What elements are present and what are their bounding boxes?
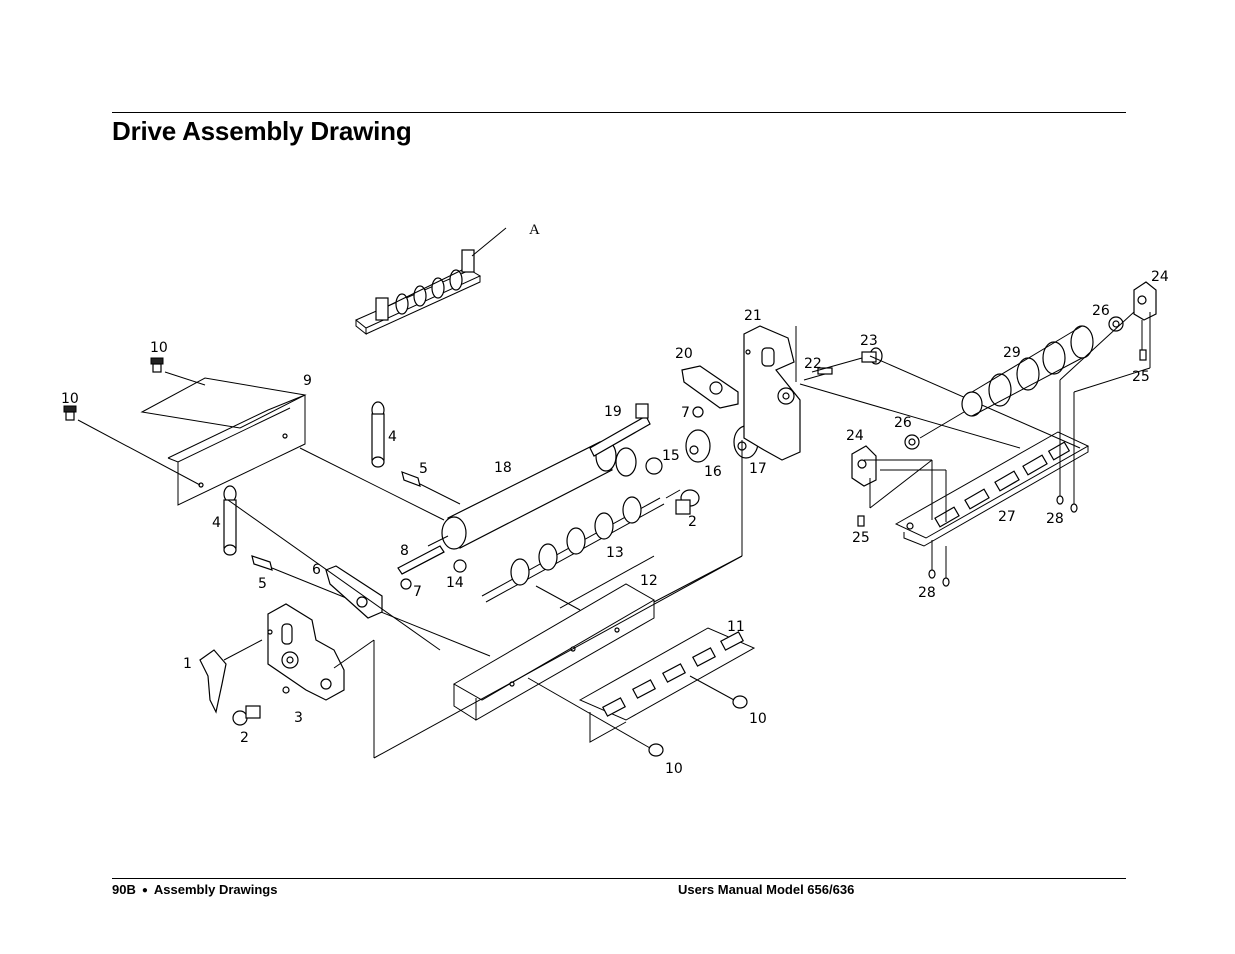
screw-10-left-top [150,357,206,386]
leader-lines [227,355,1081,759]
plate-27 [894,431,1090,547]
callout-21: 21 [744,308,762,324]
callout-9: 9 [303,373,312,389]
callout-7-upper: 7 [681,405,690,421]
callout-7-lower: 7 [413,584,422,600]
callout-28-left: 28 [918,585,936,601]
footer-rule [112,878,1126,879]
callout-10-bottom: 10 [665,761,683,777]
bracket-24-lower [851,445,877,487]
footer-bullet: ● [141,885,148,896]
right-leader-lines [864,311,1151,522]
bushing-26-lower [904,411,965,450]
callout-20: 20 [675,346,693,362]
callout-25-lower: 25 [852,530,870,546]
callout-a: A [529,222,540,238]
callout-26-upper: 26 [1092,303,1110,319]
part-11-tray [578,627,756,743]
spring-4-lower [223,485,237,556]
callout-29: 29 [1003,345,1021,361]
callout-12: 12 [640,573,658,589]
footer-left: 90B ● Assembly Drawings [112,882,277,897]
detail-a-assembly [355,227,507,336]
callout-13: 13 [606,545,624,561]
screw-2-center [675,489,700,515]
spring-4-upper [371,401,385,468]
callout-18: 18 [494,460,512,476]
bracket-20 [681,365,739,409]
bushing-14 [453,559,467,573]
screws-28-left [928,540,950,587]
callout-23: 23 [860,333,878,349]
handle-1 [199,639,263,714]
roller-13 [481,489,681,603]
callout-24-lower: 24 [846,428,864,444]
page-title: Drive Assembly Drawing [112,116,412,146]
callout-11: 11 [727,619,745,635]
side-plate-3 [267,603,345,701]
header-rule [112,112,1126,113]
bushing-26-upper [1108,316,1124,332]
callout-16: 16 [704,464,722,480]
footer-page-number: 90B [112,882,136,897]
callout-10-right: 10 [749,711,767,727]
footer-section: Assembly Drawings [153,882,278,897]
stud-5-upper [401,471,461,505]
screw-10-right-upper [689,675,748,709]
part-12-bracket [452,583,656,721]
screw-2-left [232,705,261,726]
callout-6: 6 [312,562,321,578]
gear-15 [615,447,663,477]
pin-25-lower [857,515,865,527]
callout-19: 19 [604,404,622,420]
pin-25-upper [1139,349,1147,361]
screw-10-right-lower [527,677,664,757]
callout-4-lower: 4 [212,515,221,531]
callout-5-lower: 5 [258,576,267,592]
callout-10-left: 10 [61,391,79,407]
shaft-8 [397,545,445,575]
lever-6 [325,565,383,619]
washer-7-upper [692,406,704,418]
roller-29 [961,325,1094,417]
callout-14: 14 [446,575,464,591]
callout-1: 1 [183,656,192,672]
callout-17: 17 [749,461,767,477]
callout-27: 27 [998,509,1016,525]
gear-16 [685,429,711,463]
footer-manual-title: Users Manual Model 656/636 [678,882,855,897]
shaft-19 [589,403,651,457]
screw-10-left-bottom [63,405,201,486]
callout-4-upper: 4 [388,429,397,445]
callout-3: 3 [294,710,303,726]
callout-2-left: 2 [240,730,249,746]
callout-24-upper: 24 [1151,269,1169,285]
washer-7-lower [400,578,412,590]
part-9-plate [140,377,307,506]
bracket-21 [743,325,801,461]
callout-5-upper: 5 [419,461,428,477]
bracket-24-upper [1133,281,1157,321]
callout-22: 22 [804,356,822,372]
callout-2-center: 2 [688,514,697,530]
callout-26-lower: 26 [894,415,912,431]
callout-8: 8 [400,543,409,559]
callout-28-right: 28 [1046,511,1064,527]
callout-15: 15 [662,448,680,464]
callout-10-top: 10 [150,340,168,356]
callout-25-upper: 25 [1132,369,1150,385]
